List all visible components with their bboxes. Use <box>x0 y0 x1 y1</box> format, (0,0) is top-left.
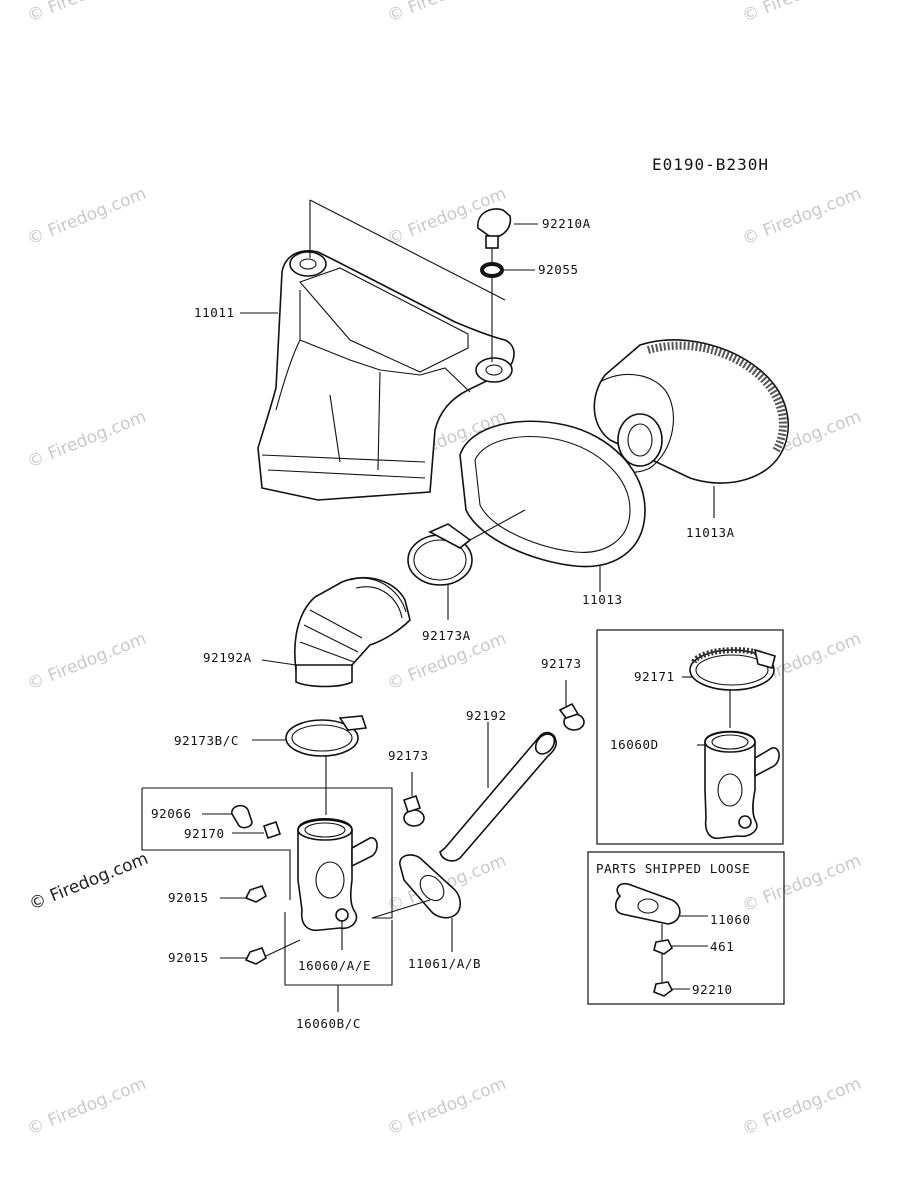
svg-text:© Firedog.com: © Firedog.com <box>24 184 149 250</box>
label-92173-top: 92173 <box>541 656 582 671</box>
part-92015-nut-b <box>220 939 301 965</box>
label-11061AB: 11061/A/B <box>408 956 481 971</box>
part-11013A-filter-element <box>593 339 789 518</box>
label-92066: 92066 <box>151 806 192 821</box>
part-92192A-elbow-hose <box>261 576 411 688</box>
part-92173-clamp-mid <box>402 772 425 827</box>
parts-shipped-loose-box <box>587 851 785 1005</box>
label-92192A: 92192A <box>203 650 252 665</box>
part-11013-pre-cleaner <box>459 420 646 592</box>
svg-text:© Firedog.com: © Firedog.com <box>26 849 151 915</box>
label-461: 461 <box>710 939 734 954</box>
label-92173A: 92173A <box>422 628 471 643</box>
callout-labels: 92210A 92055 11011 11013A 11013 92173A 9… <box>151 216 751 1031</box>
label-11013: 11013 <box>582 592 623 607</box>
part-92066-cap <box>202 804 253 829</box>
part-92170-clip <box>232 820 282 840</box>
label-16060AE: 16060/A/E <box>298 958 371 973</box>
label-92173-mid: 92173 <box>388 748 429 763</box>
part-92015-nut-a <box>220 885 267 903</box>
part-92173-clamp-top <box>558 680 585 731</box>
part-16060AE-inlet-pipe <box>297 817 378 950</box>
part-11061AB-gasket <box>399 854 462 952</box>
label-92170: 92170 <box>184 826 225 841</box>
svg-text:© Firedog.com: © Firedog.com <box>384 1074 509 1140</box>
svg-text:© Firedog.com: © Firedog.com <box>24 0 149 27</box>
part-11011-air-cleaner-cover <box>257 199 515 501</box>
diagram-code: E0190-B230H <box>652 155 769 174</box>
part-92173BC-clamp <box>252 715 368 815</box>
label-16060D: 16060D <box>610 737 659 752</box>
svg-text:© Firedog.com: © Firedog.com <box>24 1074 149 1140</box>
label-92210A: 92210A <box>542 216 591 231</box>
label-92171: 92171 <box>634 669 675 684</box>
svg-text:© Firedog.com: © Firedog.com <box>739 184 864 250</box>
part-92173A-clamp <box>407 523 473 620</box>
label-11011: 11011 <box>194 305 235 320</box>
part-92192-hose <box>439 722 557 862</box>
label-92210: 92210 <box>692 982 733 997</box>
assembly-bracket-lines <box>141 787 431 1012</box>
label-11060: 11060 <box>710 912 751 927</box>
label-11013A: 11013A <box>686 525 735 540</box>
label-92015-a: 92015 <box>168 890 209 905</box>
label-92192: 92192 <box>466 708 507 723</box>
part-92210A-wing-nut <box>477 208 538 262</box>
label-92055: 92055 <box>538 262 579 277</box>
svg-text:© Firedog.com: © Firedog.com <box>739 1074 864 1140</box>
part-92055-washer <box>480 262 535 362</box>
svg-text:© Firedog.com: © Firedog.com <box>739 0 864 27</box>
svg-text:© Firedog.com: © Firedog.com <box>24 407 149 473</box>
loose-parts-title: PARTS SHIPPED LOOSE <box>596 861 750 876</box>
inset-16060D <box>596 629 784 845</box>
svg-text:© Firedog.com: © Firedog.com <box>739 851 864 917</box>
svg-text:© Firedog.com: © Firedog.com <box>24 629 149 695</box>
svg-text:© Firedog.com: © Firedog.com <box>384 0 509 27</box>
label-92015-b: 92015 <box>168 950 209 965</box>
label-92173BC: 92173B/C <box>174 733 239 748</box>
label-16060BC: 16060B/C <box>296 1016 361 1031</box>
